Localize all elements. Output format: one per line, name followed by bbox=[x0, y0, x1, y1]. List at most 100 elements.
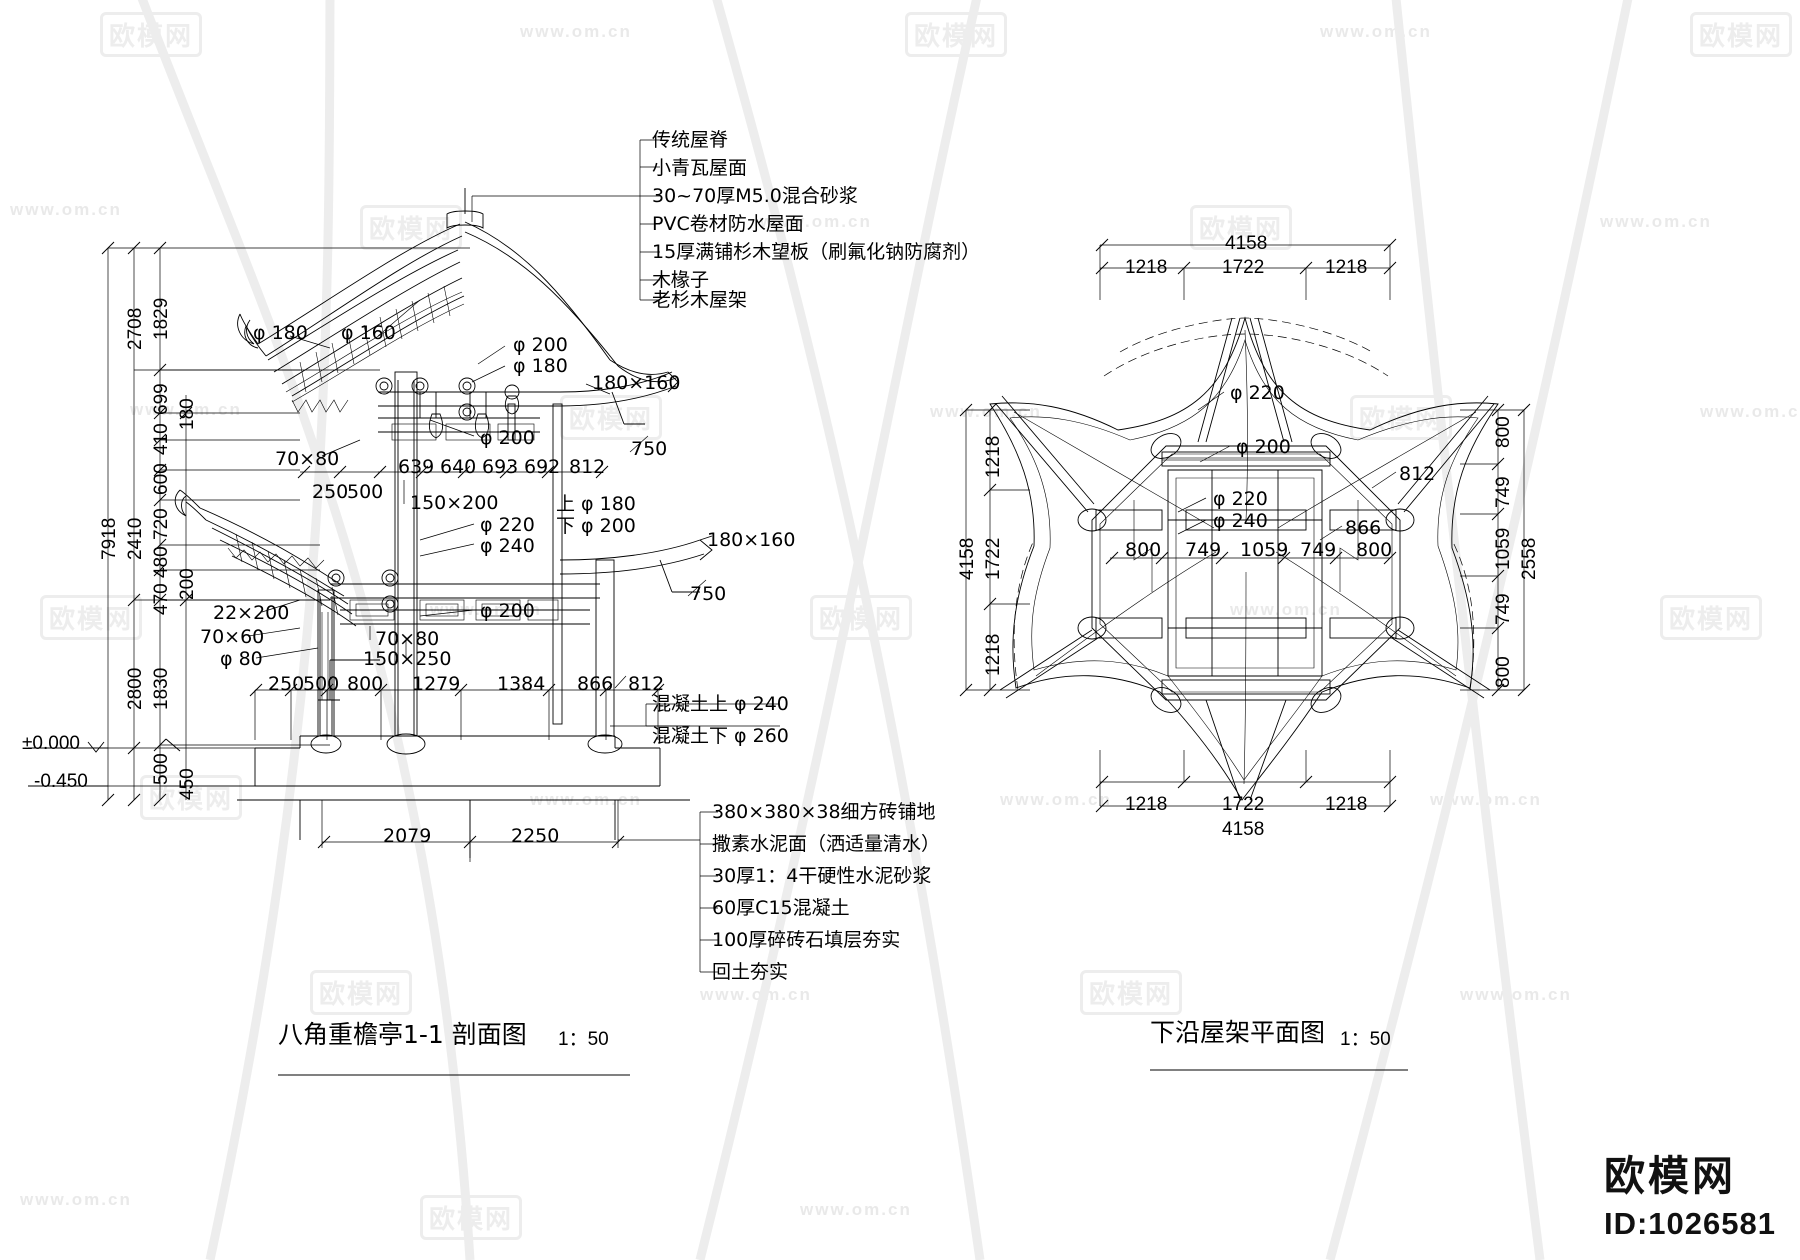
watermark-text-7: www.om.cn bbox=[760, 212, 872, 231]
plan-label-6: 800 bbox=[1356, 539, 1393, 561]
section-label-14: 692 bbox=[524, 456, 561, 478]
plan-right-seg-1: 749 bbox=[1493, 476, 1514, 508]
watermark-logo-26: 欧模网 bbox=[1080, 970, 1183, 1015]
section-label-35: 2079 bbox=[383, 825, 432, 847]
section-member-leaders bbox=[247, 299, 713, 659]
section-label-30: 800 bbox=[347, 673, 384, 695]
section-label-24: 70×60 bbox=[200, 626, 265, 648]
section-label-18: φ 220 bbox=[480, 514, 535, 536]
vdim-180: 180 bbox=[177, 398, 198, 430]
section-label-17: 下 φ 200 bbox=[556, 515, 636, 537]
vdim-480: 480 bbox=[151, 546, 172, 578]
level-0-label: ±0.000 bbox=[22, 733, 80, 754]
roof-note-0: 传统屋脊 bbox=[652, 129, 729, 151]
section-label-6: φ 200 bbox=[480, 427, 535, 449]
column-note-leaders bbox=[610, 675, 780, 727]
plan-top-seg-0: 1218 bbox=[1125, 257, 1168, 278]
watermark-logo-4: 欧模网 bbox=[1690, 12, 1793, 57]
watermark-text-28: www.om.cn bbox=[20, 1190, 132, 1209]
floor-note-4: 100厚碎砖石填层夯实 bbox=[712, 929, 901, 951]
plan-top-overall: 4158 bbox=[1225, 233, 1268, 254]
watermark-logo-2: 欧模网 bbox=[905, 12, 1008, 57]
vdim-720: 720 bbox=[151, 508, 172, 540]
section-label-19: φ 240 bbox=[480, 535, 535, 557]
plan-member-leaders bbox=[1177, 391, 1397, 541]
section-label-12: 640 bbox=[440, 456, 477, 478]
watermark-text-16: www.om.cn bbox=[430, 600, 542, 619]
section-bottom-dims bbox=[249, 465, 665, 862]
floor-note-leaders bbox=[618, 811, 718, 973]
section-label-28: 250 bbox=[268, 673, 305, 695]
lower-beams bbox=[318, 423, 600, 701]
plan-beam-tabs bbox=[1095, 451, 1397, 695]
brand-id: ID:1026581 bbox=[1603, 1206, 1776, 1241]
plan-left-seg-2: 1218 bbox=[983, 633, 1004, 676]
watermark-logo-8: 欧模网 bbox=[1190, 205, 1293, 250]
section-drawing bbox=[28, 139, 780, 973]
plan-label-3: φ 240 bbox=[1213, 510, 1268, 532]
plan-top-seg-1: 1722 bbox=[1222, 257, 1265, 278]
column-note-0: 混凝土上 φ 240 bbox=[652, 693, 789, 715]
watermark-text-21: www.om.cn bbox=[530, 790, 642, 809]
section-label-10: 150×200 bbox=[410, 492, 499, 514]
watermark-text-12: www.om.cn bbox=[930, 402, 1042, 421]
watermark-logo-15: 欧模网 bbox=[40, 595, 143, 640]
watermark-text-25: www.om.cn bbox=[700, 985, 812, 1004]
floor-note-2: 30厚1：4干硬性水泥砂浆 bbox=[712, 865, 932, 887]
section-label-4: 180×160 bbox=[592, 372, 681, 394]
plinth-and-ground bbox=[237, 735, 690, 858]
plan-left-seg-0: 1218 bbox=[983, 435, 1004, 478]
watermark-logo-24: 欧模网 bbox=[310, 970, 413, 1015]
plan-left-seg-1: 1722 bbox=[983, 537, 1004, 580]
vdim-2800: 2800 bbox=[125, 667, 146, 710]
floor-note-5: 回土夯实 bbox=[712, 961, 789, 983]
watermark-logo-11: 欧模网 bbox=[560, 395, 663, 440]
plan-right-seg-0: 800 bbox=[1493, 416, 1514, 448]
plan-label-0: φ 220 bbox=[1230, 382, 1285, 404]
plan-right-seg-3: 749 bbox=[1493, 593, 1514, 625]
vdim-2410: 2410 bbox=[125, 517, 146, 560]
watermark-logo-19: 欧模网 bbox=[1660, 595, 1763, 640]
plan-title: 下沿屋架平面图 bbox=[1150, 1018, 1326, 1047]
watermark-logo-20: 欧模网 bbox=[140, 775, 243, 820]
plan-label-7: 800 bbox=[1125, 539, 1162, 561]
section-label-9: 500 bbox=[347, 481, 384, 503]
section-label-16: 上 φ 180 bbox=[556, 493, 636, 515]
section-label-33: 866 bbox=[577, 673, 614, 695]
vdim-500: 500 bbox=[151, 753, 172, 785]
plan-roof-outline bbox=[989, 316, 1499, 801]
plan-hip-rafters bbox=[995, 317, 1495, 801]
plan-label-8: 749 bbox=[1185, 539, 1222, 561]
vdim-1829: 1829 bbox=[151, 297, 172, 340]
plan-label-9: 1059 bbox=[1240, 539, 1289, 561]
section-label-11: 639 bbox=[398, 456, 435, 478]
plan-label-10: 749 bbox=[1300, 539, 1337, 561]
plan-bot-seg-0: 1218 bbox=[1125, 794, 1168, 815]
section-label-27: 150×250 bbox=[363, 648, 452, 670]
roof-note-1: 小青瓦屋面 bbox=[652, 157, 748, 179]
plan-bot-seg-1: 1722 bbox=[1222, 794, 1265, 815]
section-label-3: φ 180 bbox=[513, 355, 568, 377]
title-underlines bbox=[278, 1069, 1408, 1076]
floor-note-0: 380×380×38细方砖铺地 bbox=[712, 801, 936, 823]
upper-beams bbox=[375, 371, 679, 439]
vdim-470: 470 bbox=[151, 583, 172, 615]
roof-note-leaders bbox=[471, 139, 660, 301]
plan-label-1: φ 200 bbox=[1236, 436, 1291, 458]
section-label-8: 250 bbox=[312, 481, 349, 503]
section-label-21: 750 bbox=[690, 583, 727, 605]
section-label-13: 693 bbox=[482, 456, 519, 478]
upper-roof bbox=[237, 188, 677, 413]
section-label-2: φ 200 bbox=[513, 334, 568, 356]
section-label-0: φ 180 bbox=[253, 322, 308, 344]
vdim-2708: 2708 bbox=[125, 307, 146, 350]
section-label-15: 812 bbox=[569, 456, 606, 478]
section-label-36: 2250 bbox=[511, 825, 560, 847]
plan-right-seg-4: 800 bbox=[1493, 656, 1514, 688]
plan-right-seg-2: 1059 bbox=[1493, 527, 1514, 570]
plan-break-symbols bbox=[1133, 500, 1359, 592]
watermark-arcs bbox=[137, 0, 1633, 1260]
roof-note-4: 15厚满铺杉木望板（刷氟化钠防腐剂） bbox=[652, 241, 981, 263]
watermark-text-18: www.om.cn bbox=[1230, 600, 1342, 619]
plan-drawing bbox=[959, 238, 1531, 813]
